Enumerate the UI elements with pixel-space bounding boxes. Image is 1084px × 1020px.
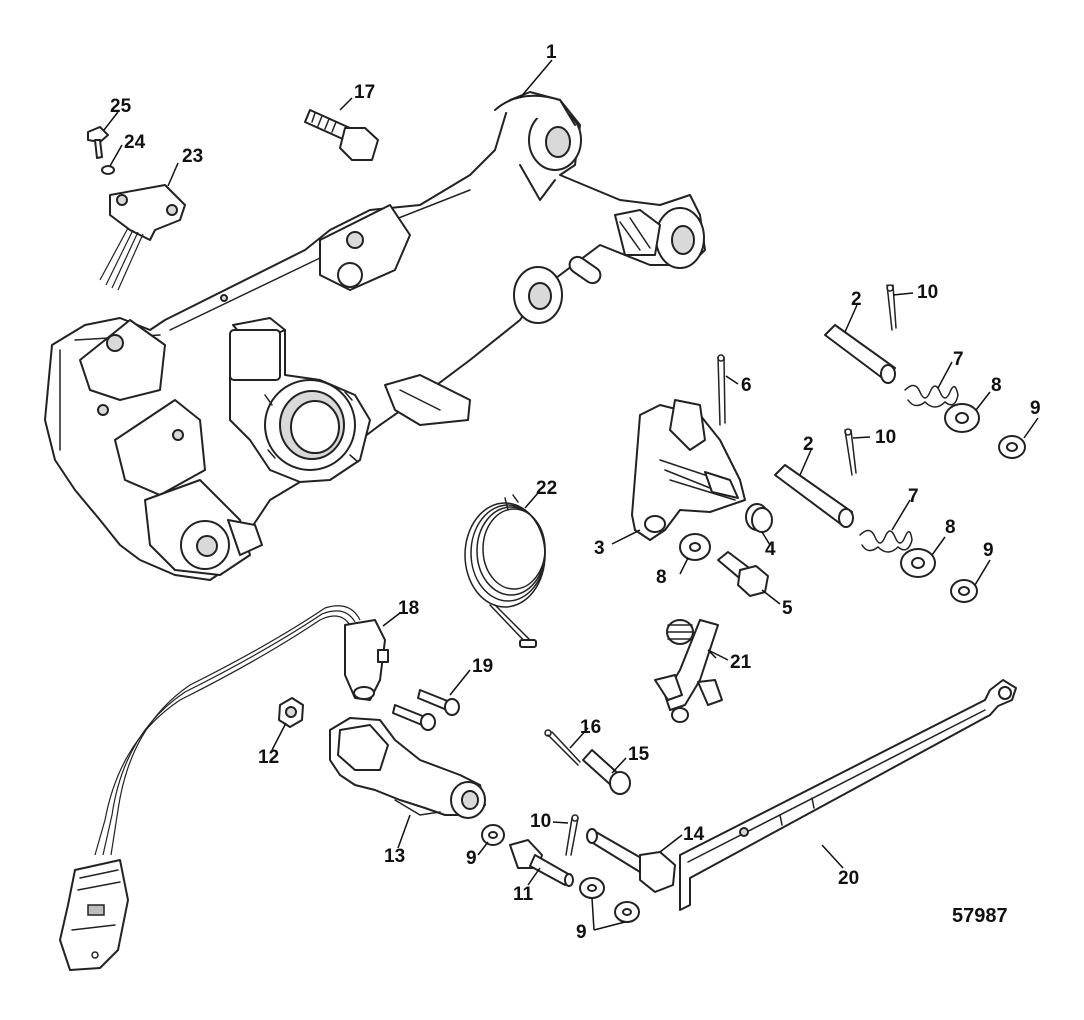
link-assembly-21 [654,619,723,723]
callout-11: 11 [513,884,534,905]
callout-22: 22 [536,478,557,499]
coil-spring-22 [464,494,546,648]
callout-labels: 1 17 25 24 23 2 10 7 8 9 6 2 10 7 8 9 22… [110,42,1041,943]
connector [59,859,129,971]
callout-14: 14 [683,824,705,845]
callout-21: 21 [730,652,752,673]
cotter-pin-10-middle [844,428,857,476]
callout-8-upper: 8 [991,375,1002,396]
callout-3: 3 [594,538,605,559]
pin-15 [582,749,631,795]
callout-10-lower: 10 [530,811,551,832]
callout-15: 15 [628,744,650,765]
washer-9-bottom-left [579,877,605,899]
washer-9-left [481,824,505,846]
washer-9-lower [950,579,978,603]
washer-8-lower [900,548,936,578]
callout-12: 12 [258,747,279,768]
bushing-4 [745,503,773,533]
callout-4: 4 [765,539,776,560]
callout-10-middle: 10 [875,427,896,448]
callout-5: 5 [782,598,793,619]
callout-25: 25 [110,96,132,117]
spring-7-upper [904,384,959,408]
callout-8-center: 8 [656,567,667,588]
callout-17: 17 [354,82,375,103]
washer-8-center [679,533,711,561]
screw-25 [87,126,109,159]
shaft-2-upper [824,324,896,384]
callout-9-upper: 9 [1030,398,1041,419]
screws-19 [392,689,460,731]
callout-9-bottom: 9 [576,922,587,943]
spring-7-lower [859,529,913,553]
bolt-5 [717,551,769,597]
shoulder-bolt-14 [586,828,676,893]
callout-16: 16 [580,717,601,738]
washer-24 [101,165,115,175]
callout-2-upper: 2 [851,289,862,310]
callout-6: 6 [741,375,752,396]
callout-7-upper: 7 [953,349,964,370]
nut-12 [278,697,304,728]
cotter-pin-16 [544,729,581,766]
figure-number: 57987 [952,905,1008,927]
cotter-pin-10-lower [565,814,579,856]
callout-8-lower: 8 [945,517,956,538]
shaft-2-lower [774,464,854,528]
shift-lever-3 [631,399,746,541]
callout-19: 19 [472,656,493,677]
cotter-pin-6 [717,354,726,426]
callout-13: 13 [384,846,405,867]
sensor-18 [94,605,389,856]
callout-7-lower: 7 [908,486,919,507]
callout-23: 23 [182,146,203,167]
callout-2-lower: 2 [803,434,814,455]
callout-10-upper: 10 [917,282,938,303]
callout-9-left: 9 [466,848,477,869]
callout-9-lower: 9 [983,540,994,561]
bolt-17 [304,109,379,161]
cotter-pin-10-upper [886,284,897,331]
callout-20: 20 [838,868,859,889]
washer-8-upper [944,403,980,433]
link-rod-20 [679,679,1017,911]
callout-24: 24 [124,132,146,153]
leader-lines [103,59,1039,931]
callout-1: 1 [546,42,557,63]
callout-18: 18 [398,598,419,619]
stud-11 [509,839,574,887]
washer-9-upper [998,435,1026,459]
sensor-23 [99,184,186,291]
lever-13 [329,717,486,819]
main-bracket [44,91,706,581]
washer-9-bottom-right [614,901,640,923]
